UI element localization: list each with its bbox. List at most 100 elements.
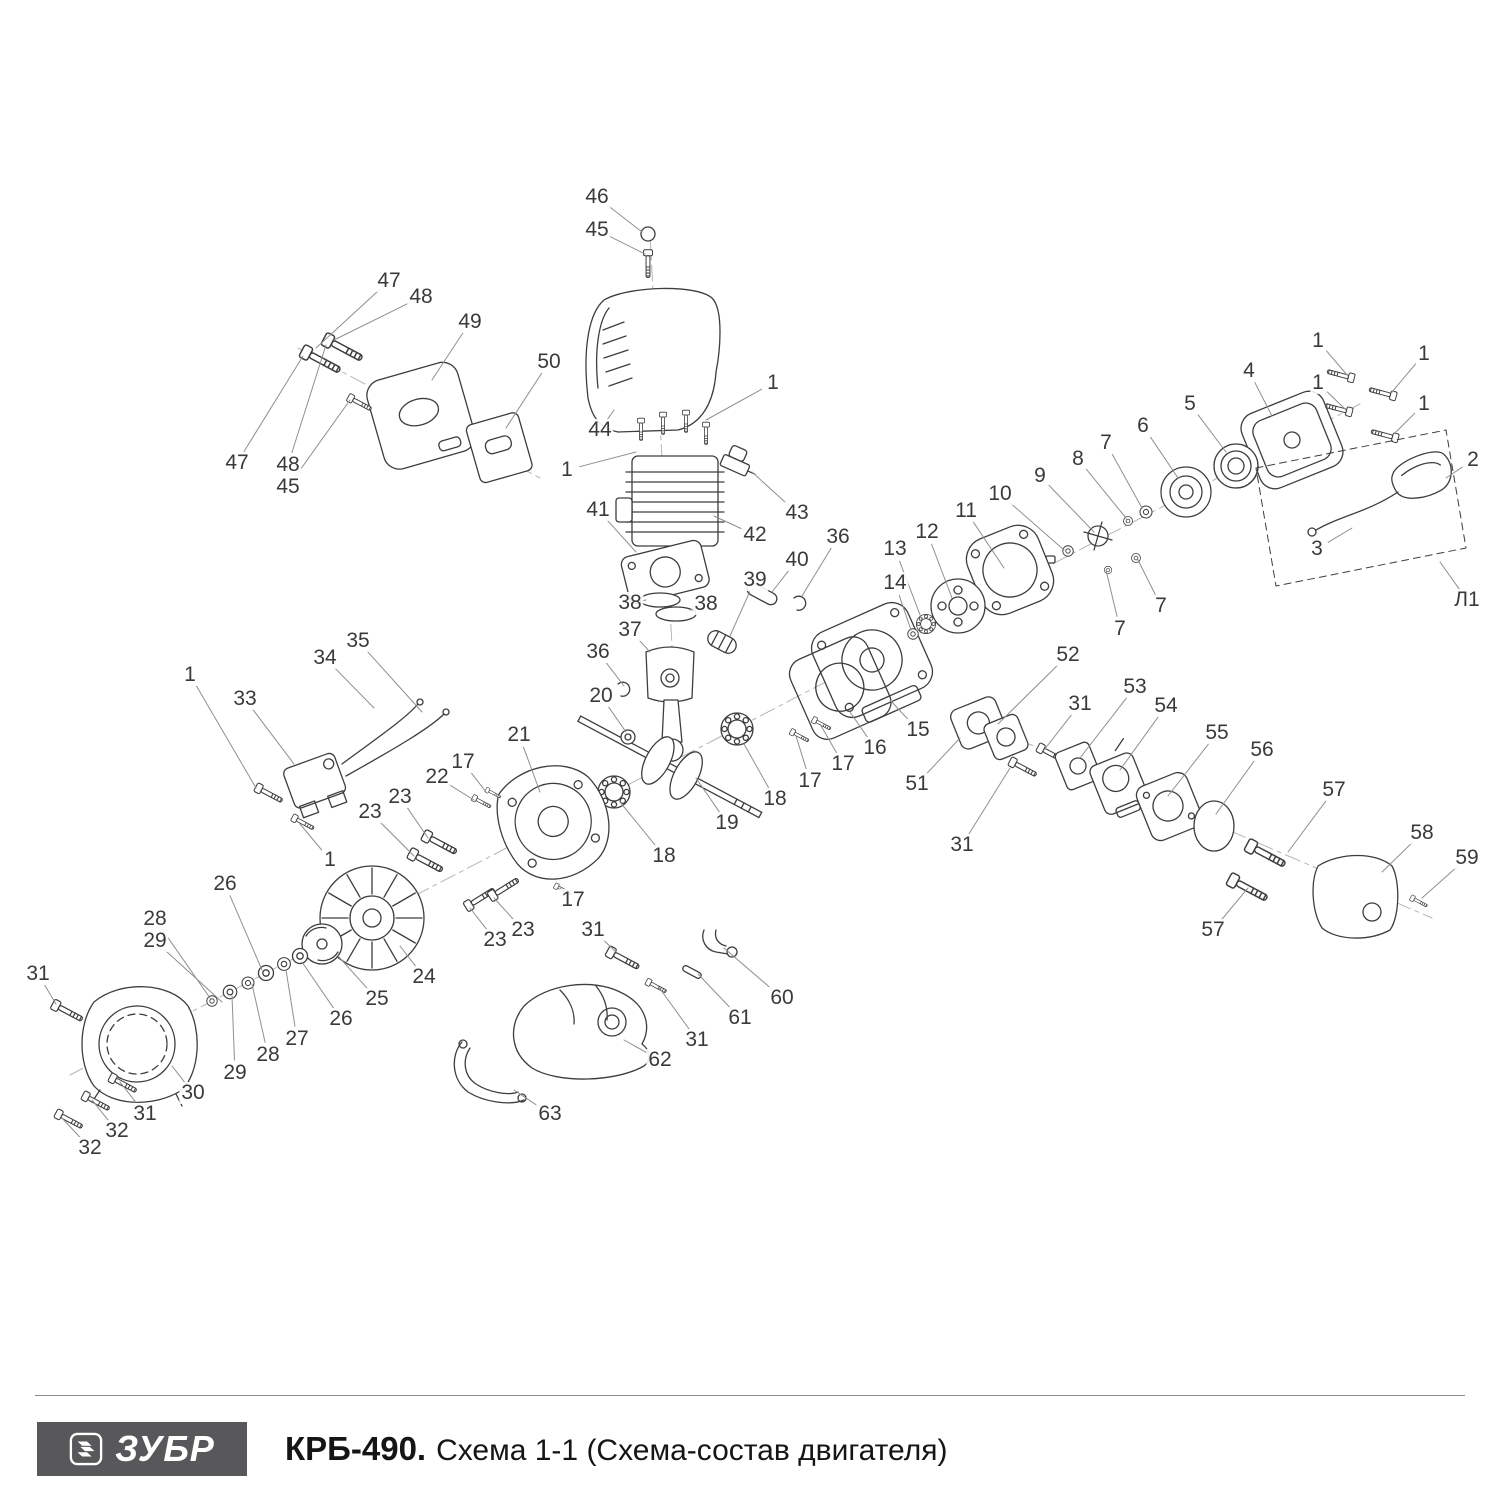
part-number-label: 21 xyxy=(505,722,533,747)
part-number-label: 31 xyxy=(24,961,52,986)
part-number-label: 8 xyxy=(1070,446,1086,471)
part-drawings xyxy=(49,226,1467,1132)
part-number-label: 24 xyxy=(410,964,438,989)
part-number-label: 48 xyxy=(274,452,302,477)
brand-name: ЗУБР xyxy=(115,1428,215,1469)
part-number-label: 2 xyxy=(1465,447,1481,472)
part-number-label: 52 xyxy=(1054,642,1082,667)
footer-divider xyxy=(35,1395,1465,1396)
part-number-label: 36 xyxy=(584,639,612,664)
part-number-label: 38 xyxy=(692,591,720,616)
part-number-label: 29 xyxy=(221,1060,249,1085)
part-number-label: 40 xyxy=(783,547,811,572)
part-number-label: 31 xyxy=(1066,691,1094,716)
part-number-label: 22 xyxy=(423,764,451,789)
part-number-label: 58 xyxy=(1408,820,1436,845)
part-number-label: 29 xyxy=(141,928,169,953)
part-number-label: 28 xyxy=(254,1042,282,1067)
part-number-label: 1 xyxy=(1310,328,1326,353)
part-number-label: Л1 xyxy=(1452,587,1482,612)
part-number-label: 4 xyxy=(1241,358,1257,383)
part-number-label: 9 xyxy=(1032,463,1048,488)
part-number-label: 16 xyxy=(861,735,889,760)
part-number-label: 7 xyxy=(1098,430,1114,455)
part-number-label: 50 xyxy=(535,349,563,374)
part-number-label: 62 xyxy=(646,1047,674,1072)
part-number-label: 46 xyxy=(583,184,611,209)
part-number-label: 1 xyxy=(1416,341,1432,366)
part-number-label: 35 xyxy=(344,628,372,653)
part-number-label: 63 xyxy=(536,1101,564,1126)
part-number-label: 45 xyxy=(274,474,302,499)
part-number-label: 31 xyxy=(683,1027,711,1052)
part-number-label: 26 xyxy=(211,871,239,896)
part-number-label: 1 xyxy=(182,662,198,687)
part-number-label: 17 xyxy=(796,768,824,793)
diagram-title: КРБ-490. Схема 1-1 (Схема-состав двигател… xyxy=(285,1430,947,1468)
leader-lines xyxy=(44,204,1463,1139)
part-number-label: 37 xyxy=(616,617,644,642)
part-number-label: 1 xyxy=(1310,370,1326,395)
part-number-label: 47 xyxy=(223,450,251,475)
part-number-label: 60 xyxy=(768,985,796,1010)
model-number: КРБ-490. xyxy=(285,1430,427,1467)
part-number-label: 30 xyxy=(179,1080,207,1105)
part-number-label: 18 xyxy=(761,786,789,811)
part-number-label: 27 xyxy=(283,1026,311,1051)
part-number-label: 44 xyxy=(586,417,614,442)
part-number-label: 55 xyxy=(1203,720,1231,745)
part-number-label: 7 xyxy=(1112,616,1128,641)
part-number-label: 32 xyxy=(103,1118,131,1143)
footer: ЗУБР КРБ-490. Схема 1-1 (Схема-состав дви… xyxy=(0,1395,1500,1500)
part-number-label: 57 xyxy=(1320,777,1348,802)
part-number-label: 14 xyxy=(881,570,909,595)
brand-logo: ЗУБР xyxy=(37,1422,247,1476)
part-number-label: 1 xyxy=(1416,391,1432,416)
part-number-label: 17 xyxy=(559,887,587,912)
part-number-label: 57 xyxy=(1199,917,1227,942)
part-number-label: 34 xyxy=(311,645,339,670)
part-number-label: 23 xyxy=(386,784,414,809)
part-number-label: 17 xyxy=(449,749,477,774)
part-number-label: 1 xyxy=(559,457,575,482)
part-number-label: 20 xyxy=(587,683,615,708)
part-number-label: 19 xyxy=(713,810,741,835)
part-number-label: 38 xyxy=(616,590,644,615)
part-number-label: 25 xyxy=(363,986,391,1011)
diagram-subtitle: Схема 1-1 (Схема-состав двигателя) xyxy=(436,1434,948,1467)
part-number-label: 59 xyxy=(1453,845,1481,870)
diagram-art xyxy=(44,204,1467,1139)
part-number-label: 31 xyxy=(579,917,607,942)
part-number-label: 53 xyxy=(1121,674,1149,699)
part-number-label: 39 xyxy=(741,567,769,592)
part-number-label: 56 xyxy=(1248,737,1276,762)
part-number-label: 15 xyxy=(904,717,932,742)
part-number-label: 36 xyxy=(824,524,852,549)
part-number-label: 23 xyxy=(356,799,384,824)
part-number-label: 61 xyxy=(726,1005,754,1030)
zubr-arrow-icon xyxy=(69,1432,103,1466)
part-number-label: 42 xyxy=(741,522,769,547)
part-number-label: 6 xyxy=(1135,413,1151,438)
part-number-label: 7 xyxy=(1153,593,1169,618)
part-number-label: 51 xyxy=(903,771,931,796)
footer-row: ЗУБР КРБ-490. Схема 1-1 (Схема-состав дви… xyxy=(37,1422,947,1476)
part-number-label: 23 xyxy=(509,917,537,942)
part-number-label: 41 xyxy=(584,497,612,522)
part-number-label: 31 xyxy=(948,832,976,857)
part-number-label: 11 xyxy=(953,498,979,523)
part-number-label: 1 xyxy=(765,370,781,395)
part-number-label: 5 xyxy=(1182,391,1198,416)
part-number-label: 47 xyxy=(375,268,403,293)
part-number-label: 43 xyxy=(783,500,811,525)
part-number-label: 23 xyxy=(481,927,509,952)
part-number-label: 1 xyxy=(322,847,338,872)
part-number-label: 12 xyxy=(913,519,941,544)
part-number-label: 10 xyxy=(986,481,1014,506)
part-number-label: 45 xyxy=(583,217,611,242)
part-number-label: 32 xyxy=(76,1135,104,1160)
part-number-label: 18 xyxy=(650,843,678,868)
